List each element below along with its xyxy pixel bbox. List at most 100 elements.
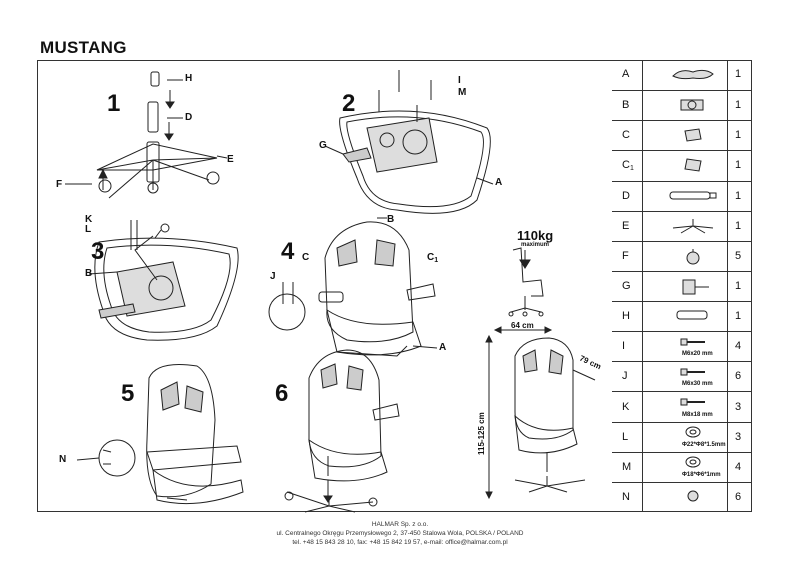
parts-col-divider-1 [642,60,643,512]
instruction-frame [37,60,752,512]
label-g: G [319,140,327,151]
washer-icon [656,425,730,443]
label-e: E [227,154,234,165]
mechanism-icon [656,97,730,118]
part-letter: I [622,340,626,353]
part-quantity: 3 [735,430,742,443]
part-letter: K [622,400,630,413]
assembly-illustrations [65,70,596,513]
part-quantity: 6 [735,490,742,503]
part-quantity: 1 [735,189,742,202]
step-number-3: 3 [91,238,105,265]
part-quantity: 5 [735,249,742,262]
part-quantity: 1 [735,68,742,81]
label-b-step3: B [85,268,93,279]
label-b-step4: B [387,214,395,225]
part-quantity: 1 [735,159,742,172]
label-c1: C1 [427,252,439,264]
bolt-icon [656,394,730,412]
step3-mechanism-illustration [88,220,239,341]
label-a-step2: A [495,177,503,188]
step4-armrest-illustration [268,217,438,357]
label-f: F [56,179,63,190]
parts-row: M Φ18*Φ6*1mm 4 [612,451,752,482]
seat-plate-icon [656,66,730,87]
part-letter: M [622,460,632,473]
label-d: D [185,112,193,123]
part-letter: B [622,99,630,112]
step-number-2: 2 [342,90,356,117]
parts-row: K M8x18 mm 3 [612,391,752,421]
label-i: I [458,75,461,86]
part-quantity: 1 [735,129,742,142]
armrest-right-icon [656,157,730,178]
label-m: M [458,87,467,98]
part-quantity: 6 [735,370,742,383]
parts-row: J M6x30 mm 6 [612,361,752,391]
capacity-chair-icon [508,247,544,317]
label-j: J [270,271,276,282]
footer-address: ul. Centralnego Okręgu Przemysłowego 2, … [276,530,524,537]
dimension-chair-illustration [485,326,596,500]
step6-chair-illustration [284,349,400,513]
part-quantity: 1 [735,219,742,232]
width-dimension: 64 cm [511,321,534,330]
bolt-icon [656,364,730,382]
footer-contact: tel. +48 15 843 28 10, fax: +48 15 842 1… [292,539,508,546]
caster-icon [656,248,730,271]
footer: HALMAR Sp. z o.o. ul. Centralnego Okręgu… [0,520,800,547]
part-letter: N [622,490,630,503]
cap-icon [656,489,730,508]
armrest-left-icon [656,127,730,148]
part-spec: M8x18 mm [682,411,713,418]
bolt-icon [656,334,730,352]
gas-lift-cover-icon [656,308,730,326]
washer-icon [656,455,730,473]
part-quantity: 1 [735,99,742,112]
part-letter: G [622,279,631,292]
document-title: MUSTANG [40,38,127,57]
step5-back-illustration [76,364,244,505]
part-quantity: 3 [735,400,742,413]
part-spec: Φ22*Φ8*1.5mm [682,441,726,448]
part-letter: J [622,370,628,383]
part-letter: H [622,310,630,323]
label-c: C [302,252,310,263]
step2-seat-illustration [324,70,494,214]
height-dimension: 115-125 cm [477,412,486,455]
part-letter: C [622,129,630,142]
label-a-step4: A [439,342,447,353]
step-number-6: 6 [275,380,289,407]
capacity-value: 110kg [517,228,554,243]
label-n: N [59,454,67,465]
label-k: K [85,214,93,225]
part-quantity: 4 [735,460,742,473]
gas-lift-icon [656,188,730,206]
part-letter: D [622,189,630,202]
step-number-4: 4 [281,238,295,265]
part-letter: C1 [622,159,634,173]
part-spec: Φ18*Φ6*1mm [682,471,721,478]
star-base-icon [656,218,730,239]
step1-base-illustration [65,71,228,199]
tilt-mechanism-icon [656,278,730,301]
step-number-5: 5 [121,380,135,407]
part-letter: A [622,68,630,81]
label-l: L [85,224,92,235]
part-spec: M6x30 mm [682,381,713,388]
part-quantity: 4 [735,340,742,353]
footer-company: HALMAR Sp. z o.o. [371,521,429,528]
label-h: H [185,73,193,84]
part-letter: F [622,249,629,262]
capacity-caption: maximum [521,242,550,248]
